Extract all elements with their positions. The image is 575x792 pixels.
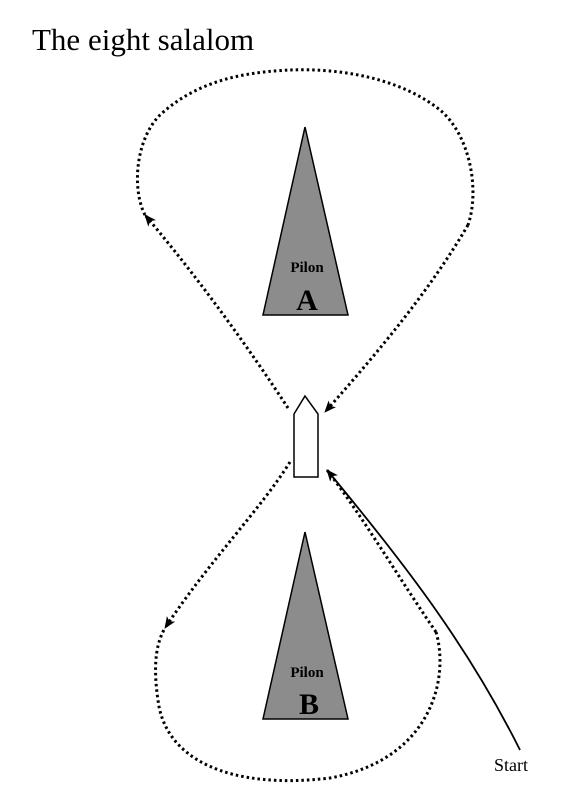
path-loop-b: [154, 627, 442, 783]
start-label: Start: [494, 755, 528, 775]
boat-shape: [293, 394, 319, 478]
pylon-a: [262, 126, 349, 316]
start-approach-line: [326, 469, 521, 751]
diagram-title: The eight salalom: [32, 22, 255, 57]
path-loop-b-to-boat: [325, 469, 438, 633]
path-loop-a: [135, 68, 475, 226]
path-boat-to-loop-b: [163, 461, 292, 629]
pylon-b: [262, 531, 349, 720]
pylon-a-letter: A: [296, 284, 318, 317]
pylon-b-caption: Pilon: [290, 665, 324, 681]
pylon-b-letter: B: [299, 688, 319, 721]
pylon-a-caption: Pilon: [290, 260, 324, 276]
path-loop-a-to-boat: [323, 224, 470, 413]
